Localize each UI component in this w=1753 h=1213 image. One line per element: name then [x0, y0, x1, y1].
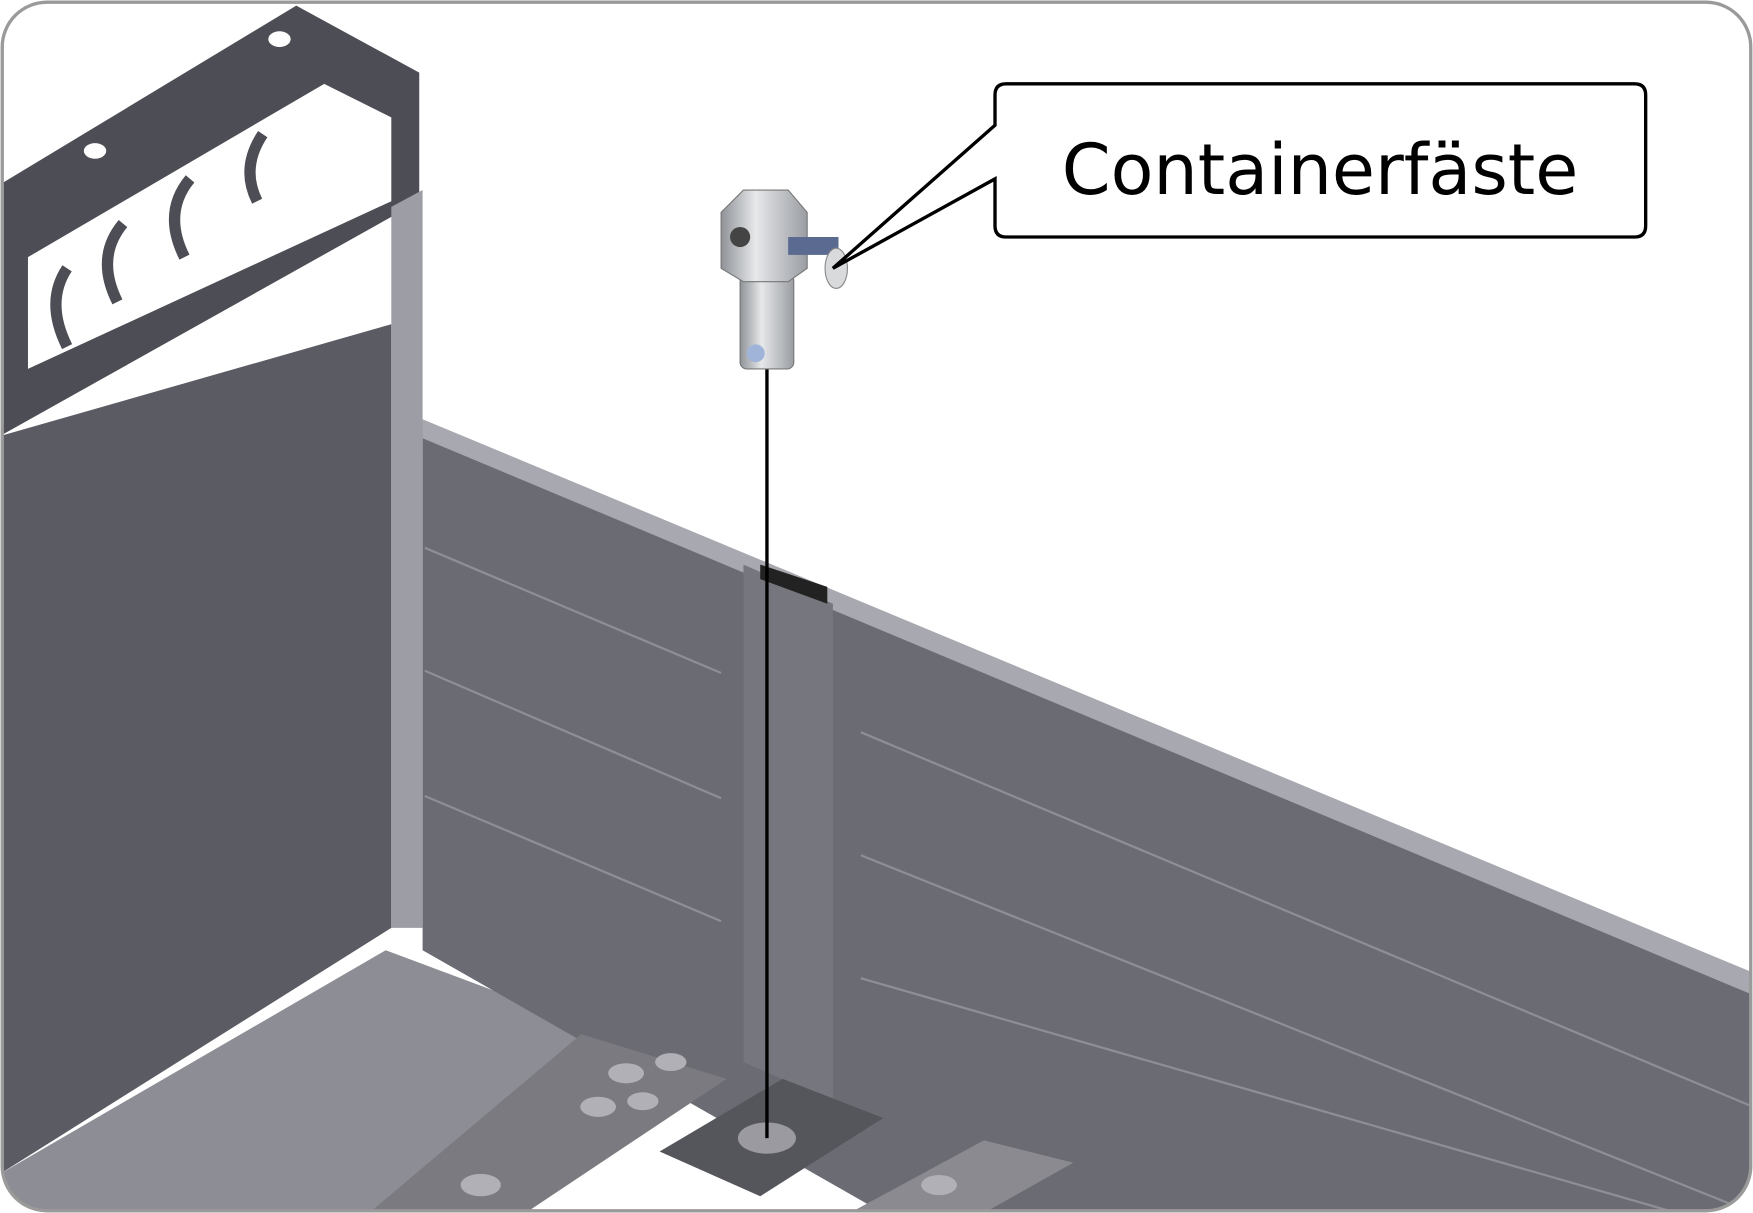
container-fitting-icon [720, 189, 848, 370]
end-panel [2, 5, 423, 1174]
floor-rails [368, 1034, 1074, 1211]
callout-label: Containerfäste [1061, 129, 1579, 211]
callout-bubble [831, 82, 1648, 270]
wall-joint-strip [743, 564, 833, 1102]
